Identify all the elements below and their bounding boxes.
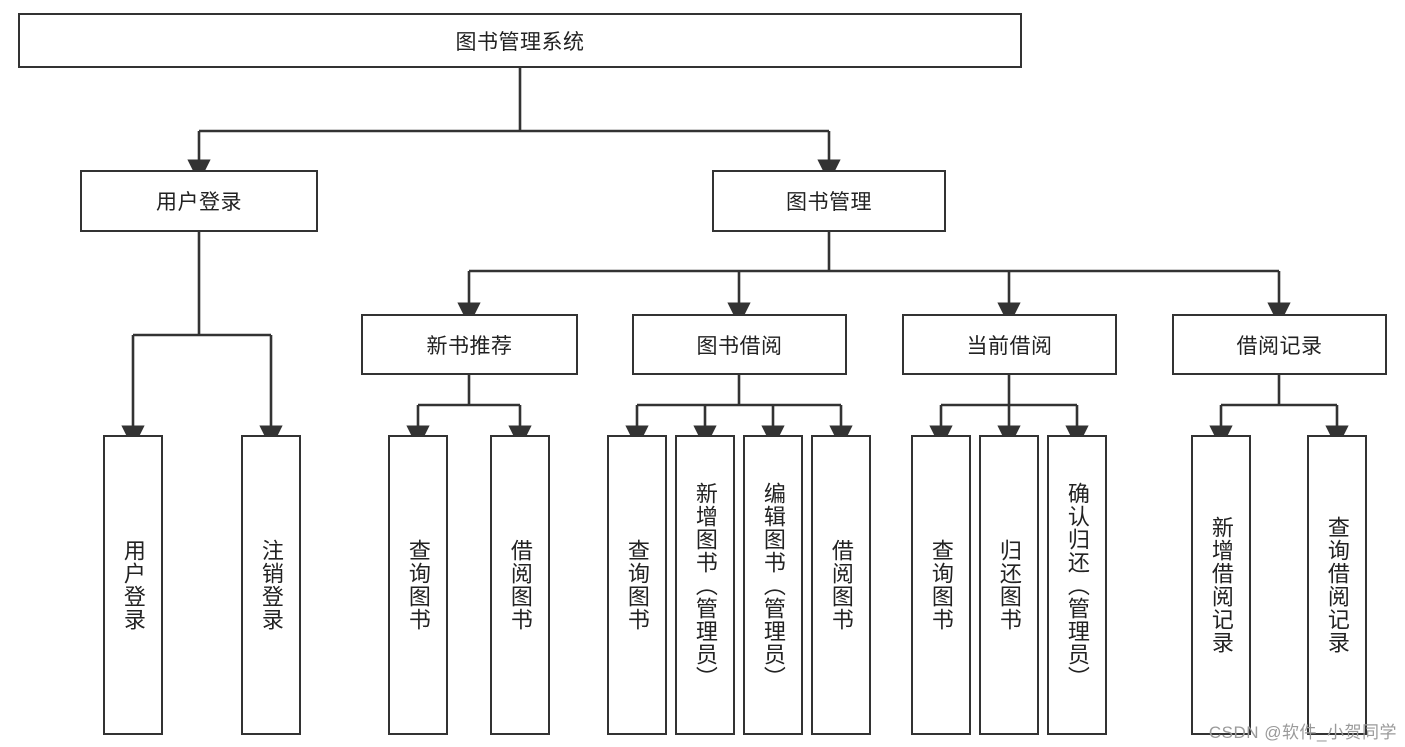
node-label: 新增借阅记录 [1208,516,1234,654]
leaf-add-record[interactable]: 新增借阅记录 [1191,435,1251,735]
leaf-confirm-return[interactable]: 确认归还（管理员） [1047,435,1107,735]
leaf-user-login[interactable]: 用户登录 [103,435,163,735]
node-label: 新增图书（管理员） [692,481,718,689]
node-label: 查询图书 [624,539,650,631]
node-new-book-recommend[interactable]: 新书推荐 [361,314,578,375]
node-label: 图书借阅 [696,334,783,358]
node-label: 用户登录 [156,191,242,214]
leaf-query-book-1[interactable]: 查询图书 [388,435,448,735]
node-label: 新书推荐 [426,334,513,358]
node-label: 归还图书 [996,539,1022,631]
node-label: 确认归还（管理员） [1064,481,1090,689]
node-label: 借阅图书 [507,539,533,631]
node-label: 借阅图书 [828,539,854,631]
node-label: 查询图书 [405,539,431,631]
node-label: 用户登录 [120,539,146,631]
leaf-logout-login[interactable]: 注销登录 [241,435,301,735]
node-label: 查询图书 [928,539,954,631]
node-book-manage[interactable]: 图书管理 [712,170,946,232]
watermark-text: CSDN @软件_小贺同学 [1208,723,1397,742]
leaf-query-book-2[interactable]: 查询图书 [607,435,667,735]
node-root-book-management-system[interactable]: 图书管理系统 [18,13,1022,68]
leaf-edit-book[interactable]: 编辑图书（管理员） [743,435,803,735]
node-label: 注销登录 [258,539,284,631]
node-current-borrow[interactable]: 当前借阅 [902,314,1117,375]
node-label: 图书管理 [786,191,872,214]
leaf-query-record[interactable]: 查询借阅记录 [1307,435,1367,735]
node-label: 当前借阅 [966,334,1053,358]
node-user-login[interactable]: 用户登录 [80,170,318,232]
leaf-return-book[interactable]: 归还图书 [979,435,1039,735]
node-label: 查询借阅记录 [1324,516,1350,654]
leaf-add-book[interactable]: 新增图书（管理员） [675,435,735,735]
node-label: 图书管理系统 [455,30,585,54]
node-borrow-record[interactable]: 借阅记录 [1172,314,1387,375]
node-label: 借阅记录 [1236,334,1323,358]
leaf-borrow-book-2[interactable]: 借阅图书 [811,435,871,735]
node-book-borrow[interactable]: 图书借阅 [632,314,847,375]
leaf-query-book-3[interactable]: 查询图书 [911,435,971,735]
node-label: 编辑图书（管理员） [760,481,786,689]
leaf-borrow-book-1[interactable]: 借阅图书 [490,435,550,735]
